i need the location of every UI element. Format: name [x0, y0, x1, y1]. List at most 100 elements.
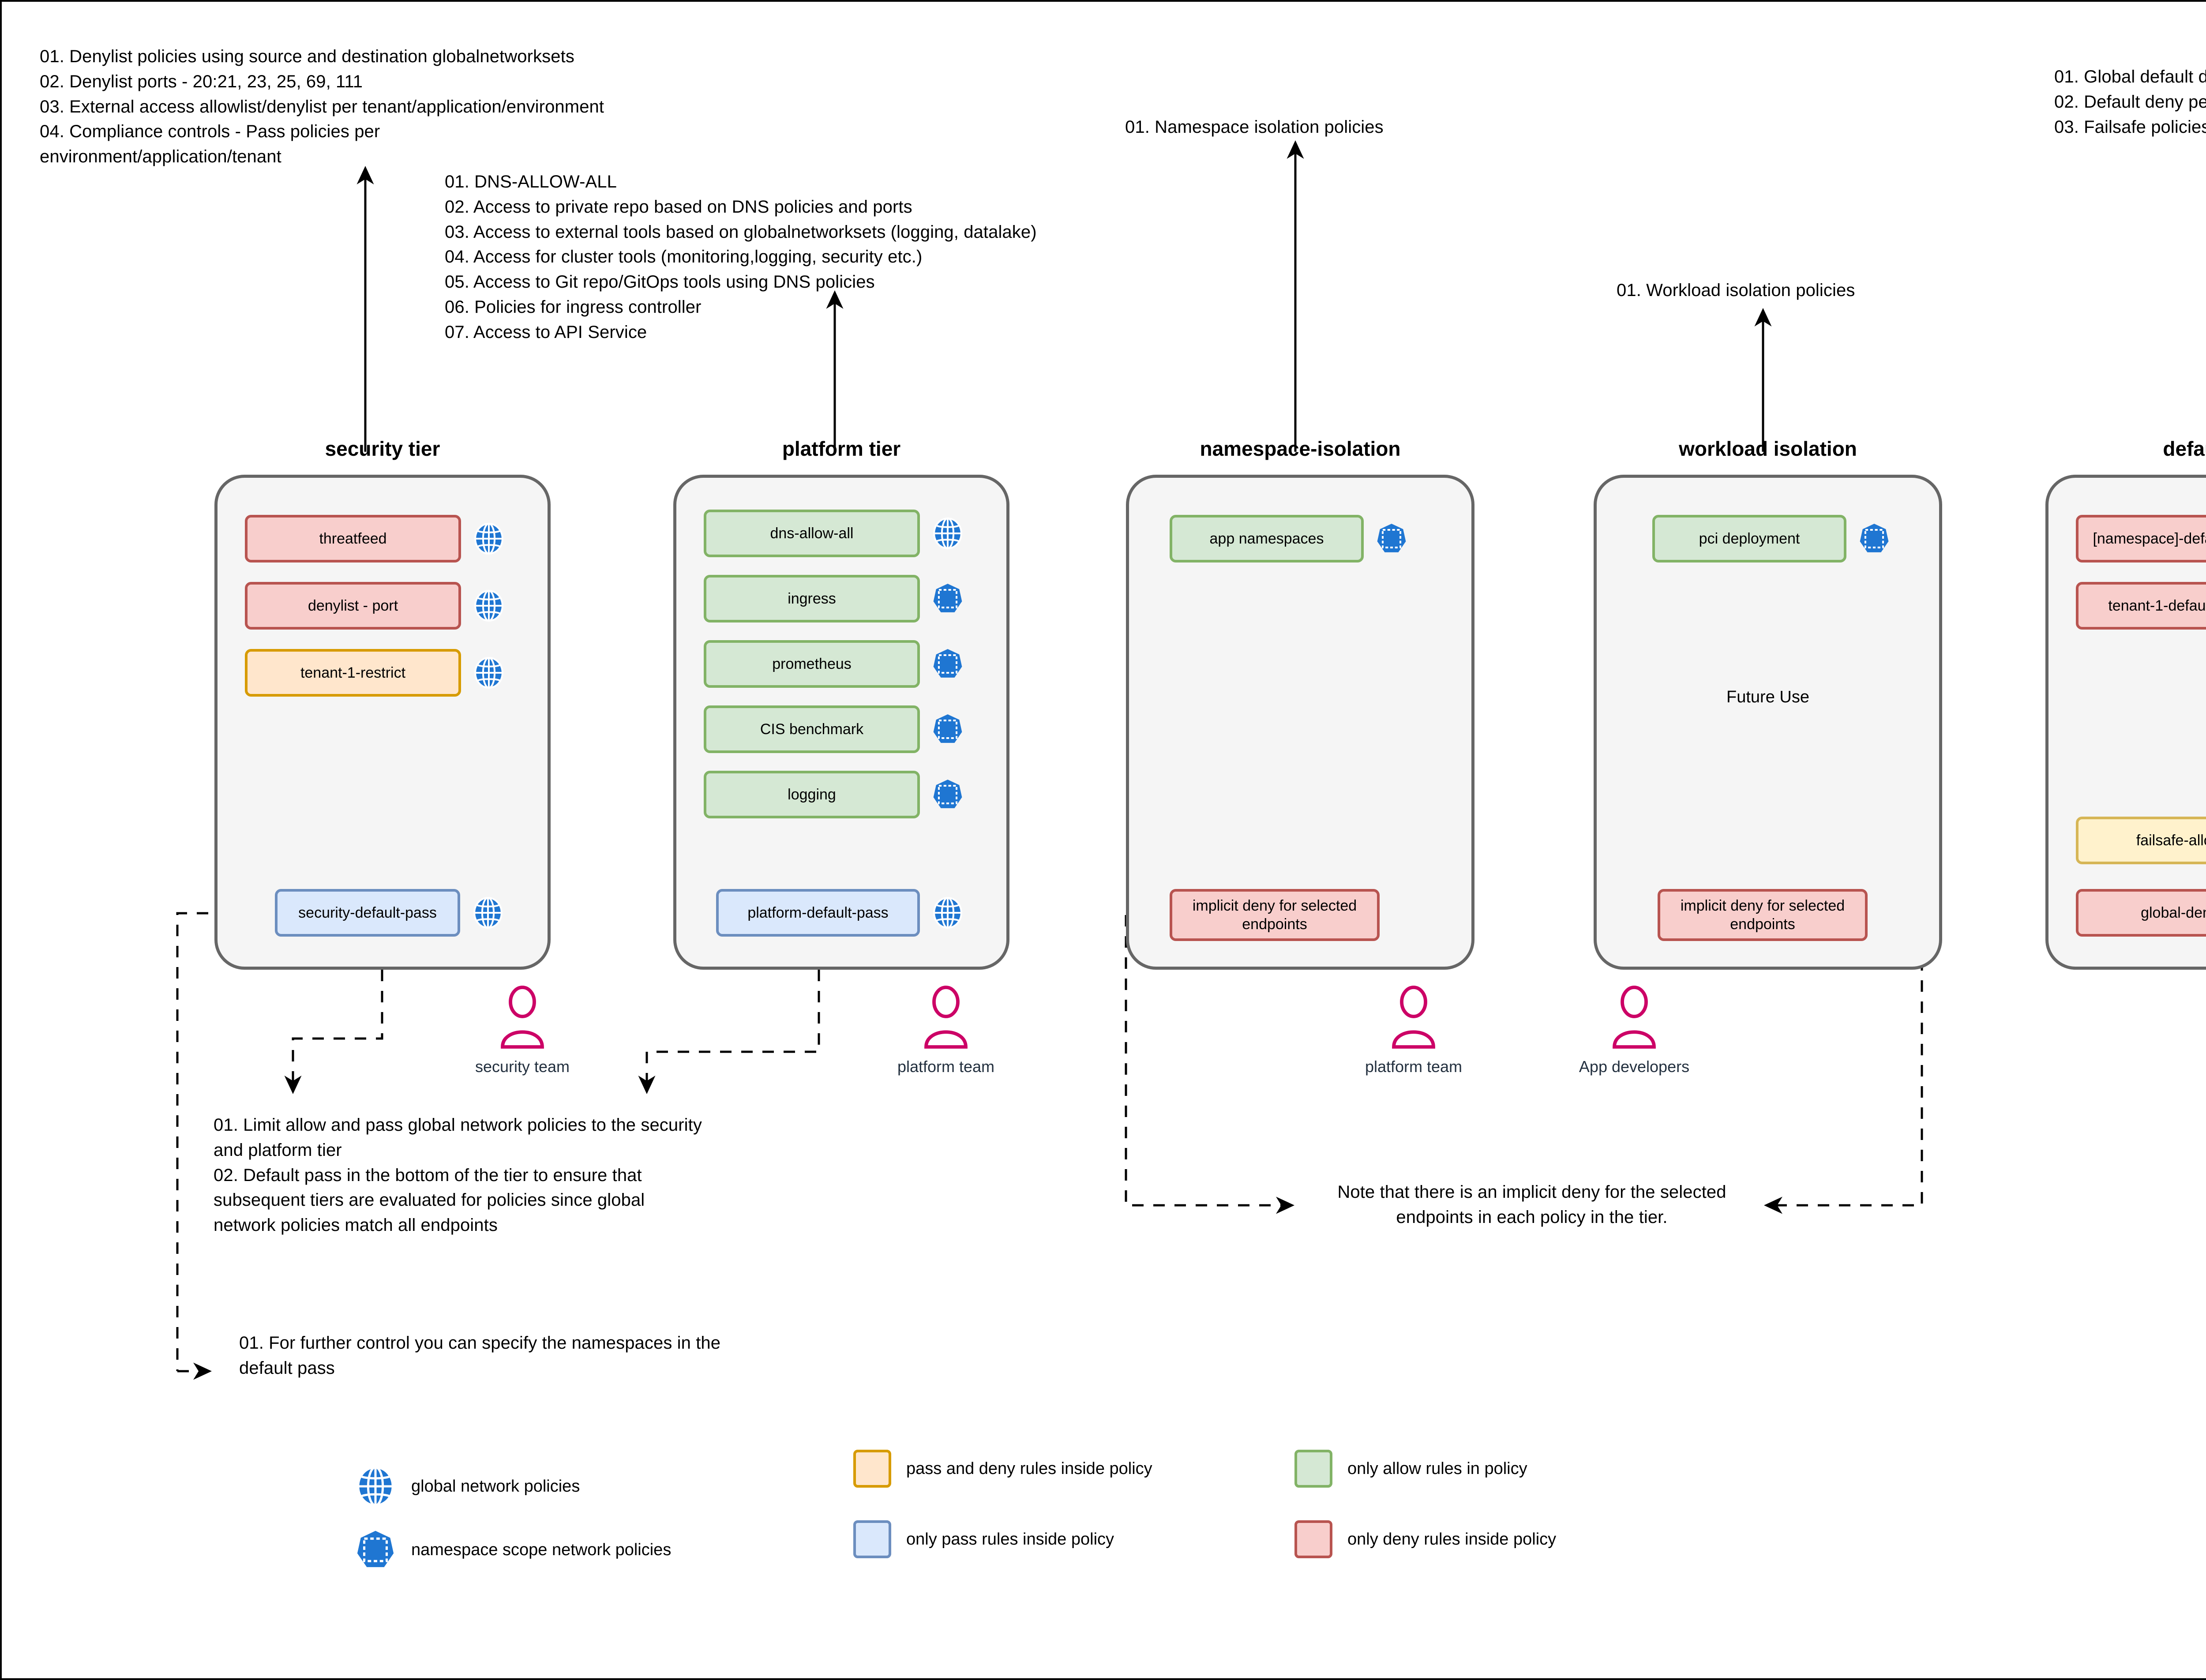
tier-title-default: default tier — [2163, 437, 2206, 460]
policy-row[interactable]: dns-allow-all — [704, 510, 964, 557]
tier-title-namespace-isolation: namespace-isolation — [1200, 437, 1401, 460]
policy-dns-allow-all[interactable]: dns-allow-all — [704, 510, 920, 557]
policy-row[interactable]: threatfeed — [245, 515, 505, 562]
actor-label: platform team — [1365, 1058, 1463, 1076]
future-use-label: Future Use — [1726, 688, 1809, 706]
tier-platform[interactable]: platform tier dns-allow-all — [673, 437, 1009, 970]
policy-row[interactable]: failsafe-allow — [2076, 817, 2206, 864]
policy-row-footer[interactable]: security-default-pass — [275, 889, 504, 937]
policy-row[interactable]: logging — [704, 771, 964, 818]
legend-item-global-network-policies: global network policies — [355, 1466, 580, 1507]
legend-label: namespace scope network policies — [411, 1540, 672, 1559]
policy-row-footer[interactable]: implicit deny for selected endpoints — [1170, 889, 1380, 941]
globe-icon — [931, 517, 964, 550]
policy-pci-deployment[interactable]: pci deployment — [1652, 515, 1846, 562]
tier-card-workload-isolation: pci deployment Future Use implicit deny … — [1594, 475, 1942, 970]
legend-swatch-green — [1294, 1450, 1332, 1488]
policy-ingress[interactable]: ingress — [704, 575, 920, 622]
legend-item-only-allow: only allow rules in policy — [1294, 1450, 1527, 1488]
policy-tenant-1-default-deny[interactable]: tenant-1-default-deny — [2076, 582, 2206, 630]
default-pass-note: 01. For further control you can specify … — [239, 1333, 721, 1378]
tier-namespace-isolation[interactable]: namespace-isolation app namespaces impli… — [1126, 437, 1474, 970]
actor-app-developers: App developers — [1572, 985, 1696, 1076]
policy-tenant-1-restrict[interactable]: tenant-1-restrict — [245, 649, 461, 697]
tier-card-security: threatfeed — [214, 475, 551, 970]
legend-label: pass and deny rules inside policy — [906, 1459, 1152, 1478]
platform-tier-annotation: 01. DNS-ALLOW-ALL 02. Access to private … — [445, 172, 1037, 342]
policy-row[interactable]: tenant-1-default-deny — [2076, 582, 2206, 630]
globe-icon — [473, 656, 505, 689]
namespace-isolation-annotation: 01. Namespace isolation policies — [1125, 117, 1384, 137]
policy-row[interactable]: pci deployment — [1652, 515, 1891, 562]
policy-row-footer[interactable]: platform-default-pass — [716, 889, 964, 937]
namespace-scope-icon — [931, 648, 964, 680]
legend-swatch-red — [1294, 1520, 1332, 1558]
namespace-scope-icon — [931, 713, 964, 746]
globe-icon — [473, 589, 505, 622]
policy-prometheus[interactable]: prometheus — [704, 640, 920, 688]
policy-row[interactable]: [namespace]-default-deny — [2076, 515, 2206, 562]
globe-icon — [931, 896, 964, 929]
default-tier-annotation: 01. Global default deny 02. Default deny… — [2054, 67, 2206, 137]
policy-app-namespaces[interactable]: app namespaces — [1170, 515, 1364, 562]
policy-logging[interactable]: logging — [704, 771, 920, 818]
tier-card-namespace-isolation: app namespaces implicit deny for selecte… — [1126, 475, 1474, 970]
legend-label: only allow rules in policy — [1347, 1459, 1527, 1478]
policy-row[interactable]: global-deny — [2076, 889, 2206, 937]
actor-label: security team — [475, 1058, 570, 1076]
person-icon — [501, 986, 544, 1049]
policy-cis-benchmark[interactable]: CIS benchmark — [704, 705, 920, 753]
legend-item-only-pass: only pass rules inside policy — [853, 1520, 1114, 1558]
policy-row[interactable]: CIS benchmark — [704, 705, 964, 753]
policy-platform-default-pass[interactable]: platform-default-pass — [716, 889, 920, 937]
person-icon — [924, 986, 968, 1049]
global-policy-guidance-note: 01. Limit allow and pass global network … — [214, 1115, 702, 1235]
legend-swatch-orange — [853, 1450, 891, 1488]
namespace-scope-icon — [931, 582, 964, 615]
legend-label: global network policies — [411, 1477, 580, 1496]
tier-title-security: security tier — [325, 437, 440, 460]
policy-implicit-deny[interactable]: implicit deny for selected endpoints — [1170, 889, 1380, 941]
tier-workload-isolation[interactable]: workload isolation pci deployment Future… — [1594, 437, 1942, 970]
actor-security-team: security team — [461, 985, 584, 1076]
legend-label: only pass rules inside policy — [906, 1530, 1114, 1549]
tier-security[interactable]: security tier threatfeed — [214, 437, 551, 970]
tier-card-default: [namespace]-default-deny tenant-1-defaul… — [2045, 475, 2206, 970]
policy-security-default-pass[interactable]: security-default-pass — [275, 889, 460, 937]
globe-icon — [472, 896, 504, 929]
namespace-scope-icon — [355, 1529, 396, 1571]
actor-platform-team: platform team — [884, 985, 1008, 1076]
person-icon — [1392, 986, 1435, 1049]
tier-default[interactable]: default tier [namespace]-default-deny te… — [2045, 437, 2206, 970]
policy-denylist-port[interactable]: denylist - port — [245, 582, 461, 630]
tier-card-platform: dns-allow-all — [673, 475, 1009, 970]
workload-isolation-annotation: 01. Workload isolation policies — [1617, 281, 1855, 300]
legend-label: only deny rules inside policy — [1347, 1530, 1557, 1549]
policy-row[interactable]: tenant-1-restrict — [245, 649, 505, 697]
namespace-scope-icon — [931, 778, 964, 811]
globe-icon — [473, 522, 505, 555]
policy-row-footer[interactable]: implicit deny for selected endpoints — [1658, 889, 1868, 941]
policy-global-deny[interactable]: global-deny — [2076, 889, 2206, 937]
namespace-scope-icon — [1858, 522, 1891, 555]
tier-title-workload-isolation: workload isolation — [1679, 437, 1857, 460]
policy-row[interactable]: denylist - port — [245, 582, 505, 630]
legend-swatch-blue — [853, 1520, 891, 1558]
actor-platform-team-2: platform team — [1352, 985, 1475, 1076]
policy-row[interactable]: prometheus — [704, 640, 964, 688]
policy-failsafe-allow[interactable]: failsafe-allow — [2076, 817, 2206, 864]
actor-label: platform team — [897, 1058, 995, 1076]
policy-threatfeed[interactable]: threatfeed — [245, 515, 461, 562]
policy-row[interactable]: ingress — [704, 575, 964, 622]
namespace-scope-icon — [1375, 522, 1408, 555]
legend-item-pass-and-deny: pass and deny rules inside policy — [853, 1450, 1152, 1488]
legend-item-namespace-scope-policies: namespace scope network policies — [355, 1529, 671, 1571]
globe-icon — [355, 1466, 396, 1507]
policy-row[interactable]: app namespaces — [1170, 515, 1408, 562]
policy-implicit-deny[interactable]: implicit deny for selected endpoints — [1658, 889, 1868, 941]
implicit-deny-note: Note that there is an implicit deny for … — [1337, 1182, 1726, 1227]
security-tier-annotation: 01. Denylist policies using source and d… — [40, 47, 604, 167]
policy-namespace-default-deny[interactable]: [namespace]-default-deny — [2076, 515, 2206, 562]
tier-title-platform: platform tier — [782, 437, 901, 460]
